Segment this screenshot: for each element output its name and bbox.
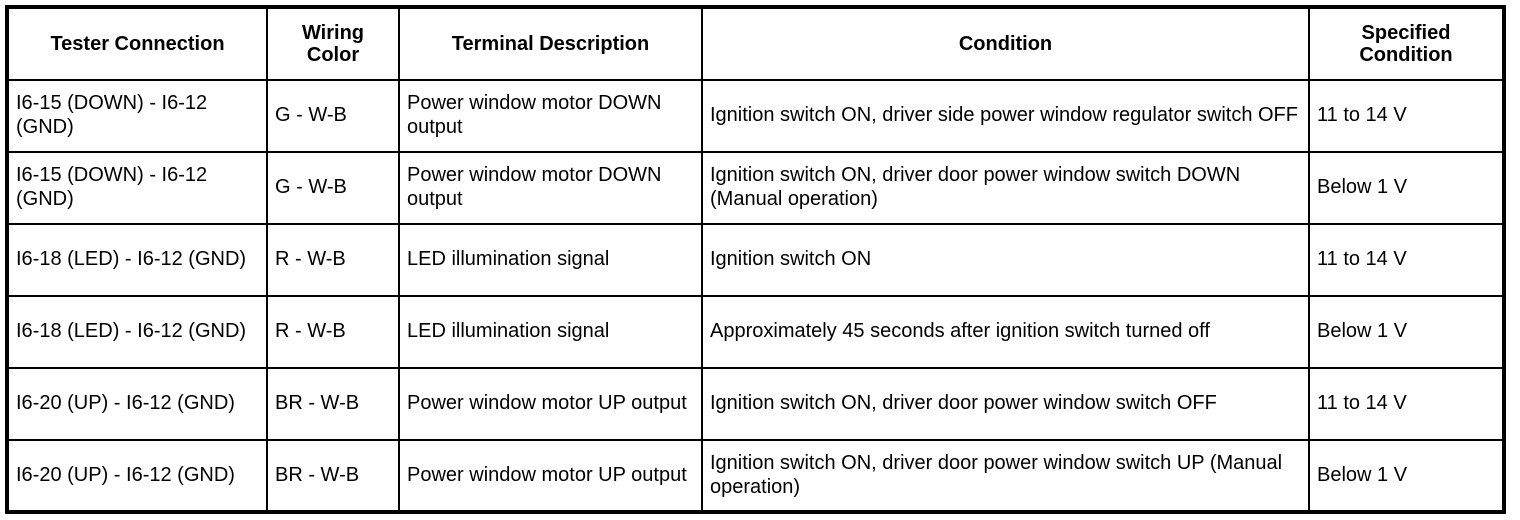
cell-wiring-color-text: R - W-B: [275, 248, 346, 271]
cell-condition-text: Approximately 45 seconds after ignition …: [710, 320, 1210, 343]
cell-terminal-description: Power window motor DOWN output: [398, 151, 703, 225]
cell-tester-connection: I6-18 (LED) - I6-12 (GND): [6, 295, 268, 369]
cell-condition: Ignition switch ON, driver door power wi…: [701, 151, 1310, 225]
cell-specified-condition-text: 11 to 14 V: [1317, 104, 1407, 127]
table-sheet: Tester Connection Wiring Color Terminal …: [5, 5, 1506, 514]
cell-tester-connection-text: I6-15 (DOWN) - I6-12 (GND): [16, 164, 208, 210]
cell-terminal-description-text: LED illumination signal: [407, 320, 610, 343]
cell-tester-connection: I6-20 (UP) - I6-12 (GND): [6, 367, 268, 441]
cell-tester-connection-text: I6-20 (UP) - I6-12 (GND): [16, 463, 235, 486]
column-header-tester-connection-label: Tester Connection: [50, 32, 225, 55]
cell-tester-connection-text: I6-18 (LED) - I6-12 (GND): [16, 248, 247, 271]
column-header-specified-condition-line2: Condition: [1359, 44, 1453, 66]
cell-specified-condition-text: Below 1 V: [1317, 176, 1408, 199]
cell-terminal-description-text: Power window motor DOWN output: [407, 164, 662, 210]
cell-specified-condition: Below 1 V: [1308, 439, 1505, 513]
cell-terminal-description-text: Power window motor UP output: [407, 463, 687, 486]
cell-condition: Ignition switch ON: [701, 223, 1310, 297]
cell-wiring-color: G - W-B: [266, 151, 400, 225]
cell-specified-condition-text: Below 1 V: [1317, 320, 1408, 343]
cell-tester-connection-text: I6-20 (UP) - I6-12 (GND): [16, 392, 235, 415]
table-row: I6-15 (DOWN) - I6-12 (GND) G - W-B Power…: [6, 151, 1505, 225]
cell-terminal-description-text: Power window motor DOWN output: [407, 92, 662, 138]
cell-wiring-color-text: BR - W-B: [275, 392, 360, 415]
column-header-specified-condition-label: Specified Condition: [1310, 18, 1502, 71]
cell-tester-connection: I6-18 (LED) - I6-12 (GND): [6, 223, 268, 297]
table-row: I6-18 (LED) - I6-12 (GND) R - W-B LED il…: [6, 223, 1505, 297]
cell-tester-connection: I6-15 (DOWN) - I6-12 (GND): [6, 151, 268, 225]
cell-wiring-color-text: R - W-B: [275, 320, 346, 343]
column-header-wiring-color-line2: Color: [306, 44, 360, 66]
cell-terminal-description: Power window motor UP output: [398, 367, 703, 441]
cell-tester-connection-text: I6-15 (DOWN) - I6-12 (GND): [16, 92, 208, 138]
column-header-specified-condition: Specified Condition: [1308, 6, 1505, 81]
column-header-tester-connection: Tester Connection: [6, 6, 268, 81]
cell-specified-condition: 11 to 14 V: [1308, 79, 1505, 153]
cell-condition-text: Ignition switch ON, driver side power wi…: [710, 104, 1298, 127]
cell-specified-condition-text: 11 to 14 V: [1317, 248, 1407, 271]
cell-tester-connection: I6-15 (DOWN) - I6-12 (GND): [6, 79, 268, 153]
cell-terminal-description: LED illumination signal: [398, 295, 703, 369]
cell-wiring-color: R - W-B: [266, 223, 400, 297]
column-header-terminal-description: Terminal Description: [398, 6, 703, 81]
cell-condition: Ignition switch ON, driver door power wi…: [701, 439, 1310, 513]
table-row: I6-15 (DOWN) - I6-12 (GND) G - W-B Power…: [6, 79, 1505, 153]
cell-terminal-description-text: LED illumination signal: [407, 248, 610, 271]
table-body: I6-15 (DOWN) - I6-12 (GND) G - W-B Power…: [6, 79, 1505, 513]
cell-condition: Approximately 45 seconds after ignition …: [701, 295, 1310, 369]
cell-tester-connection: I6-20 (UP) - I6-12 (GND): [6, 439, 268, 513]
cell-wiring-color-text: G - W-B: [275, 176, 347, 199]
cell-condition-text: Ignition switch ON: [710, 248, 872, 271]
cell-terminal-description: Power window motor DOWN output: [398, 79, 703, 153]
cell-wiring-color: BR - W-B: [266, 439, 400, 513]
inspection-spec-table: Tester Connection Wiring Color Terminal …: [5, 5, 1506, 514]
cell-condition-text: Ignition switch ON, driver door power wi…: [710, 392, 1217, 415]
cell-specified-condition: Below 1 V: [1308, 295, 1505, 369]
cell-condition-text: Ignition switch ON, driver door power wi…: [710, 451, 1283, 498]
cell-wiring-color-text: G - W-B: [275, 104, 347, 127]
cell-condition: Ignition switch ON, driver side power wi…: [701, 79, 1310, 153]
cell-wiring-color: G - W-B: [266, 79, 400, 153]
cell-terminal-description: Power window motor UP output: [398, 439, 703, 513]
column-header-wiring-color-label: Wiring Color: [268, 18, 398, 71]
column-header-wiring-color: Wiring Color: [266, 6, 400, 81]
cell-specified-condition: 11 to 14 V: [1308, 223, 1505, 297]
column-header-specified-condition-line1: Specified: [1361, 21, 1451, 44]
cell-wiring-color: BR - W-B: [266, 367, 400, 441]
cell-specified-condition-text: Below 1 V: [1317, 463, 1408, 486]
table-row: I6-18 (LED) - I6-12 (GND) R - W-B LED il…: [6, 295, 1505, 369]
table-row: I6-20 (UP) - I6-12 (GND) BR - W-B Power …: [6, 367, 1505, 441]
cell-terminal-description: LED illumination signal: [398, 223, 703, 297]
cell-terminal-description-text: Power window motor UP output: [407, 392, 687, 415]
column-header-wiring-color-line1: Wiring: [301, 21, 365, 44]
cell-wiring-color: R - W-B: [266, 295, 400, 369]
cell-tester-connection-text: I6-18 (LED) - I6-12 (GND): [16, 320, 247, 343]
column-header-condition-label: Condition: [958, 32, 1053, 55]
cell-specified-condition: 11 to 14 V: [1308, 367, 1505, 441]
table-header: Tester Connection Wiring Color Terminal …: [6, 6, 1505, 81]
cell-wiring-color-text: BR - W-B: [275, 463, 360, 486]
column-header-condition: Condition: [701, 6, 1310, 81]
column-header-terminal-description-label: Terminal Description: [451, 32, 650, 55]
header-row: Tester Connection Wiring Color Terminal …: [6, 6, 1505, 81]
cell-condition-text: Ignition switch ON, driver door power wi…: [710, 164, 1241, 210]
cell-specified-condition: Below 1 V: [1308, 151, 1505, 225]
table-row: I6-20 (UP) - I6-12 (GND) BR - W-B Power …: [6, 439, 1505, 513]
cell-condition: Ignition switch ON, driver door power wi…: [701, 367, 1310, 441]
cell-specified-condition-text: 11 to 14 V: [1317, 392, 1407, 415]
